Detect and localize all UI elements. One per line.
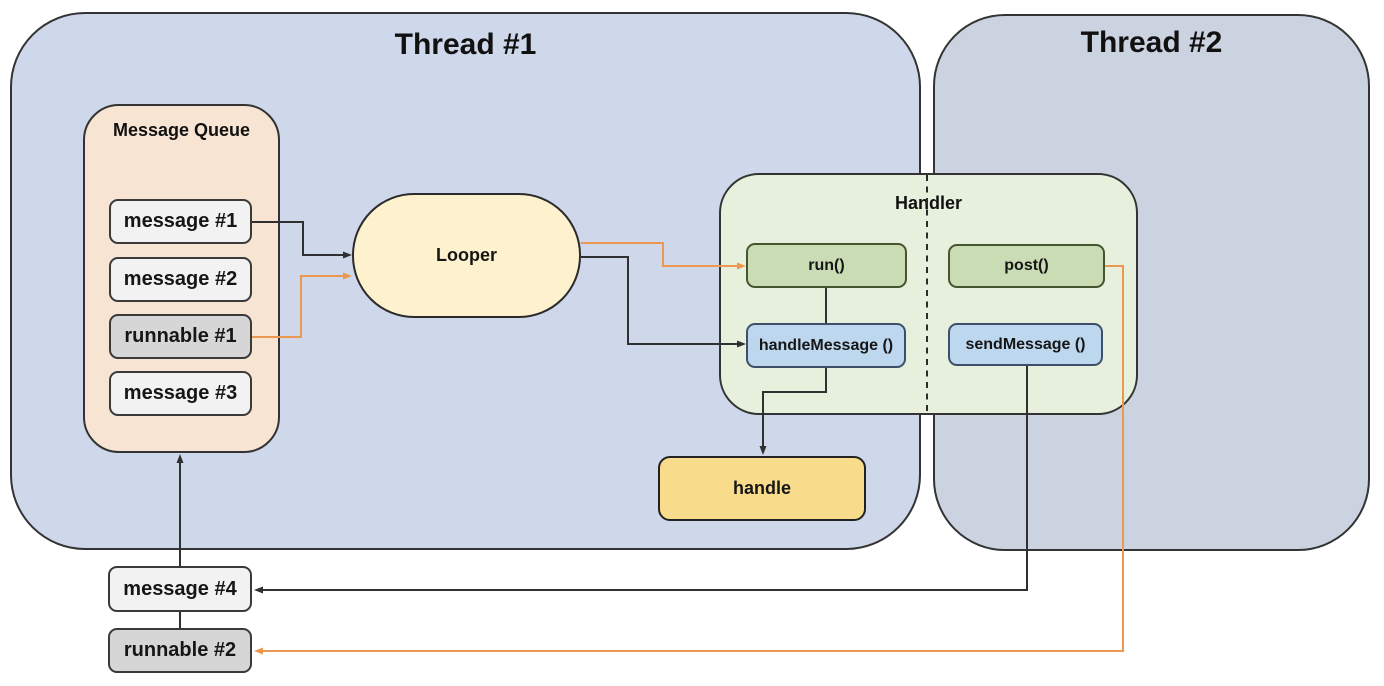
run-method-node: run() bbox=[746, 243, 907, 288]
pending-item-runnable-2: runnable #2 bbox=[108, 628, 252, 673]
queue-item-runnable-1: runnable #1 bbox=[109, 314, 252, 359]
queue-item-message-1: message #1 bbox=[109, 199, 252, 244]
post-method-node: post() bbox=[948, 244, 1105, 288]
sendmessage-method-node: sendMessage () bbox=[948, 323, 1103, 366]
handle-node: handle bbox=[658, 456, 866, 521]
thread1-title: Thread #1 bbox=[394, 28, 537, 61]
queue-item-message-2: message #2 bbox=[109, 257, 252, 302]
thread2-title: Thread #2 bbox=[1080, 26, 1223, 59]
handlemessage-method-node: handleMessage () bbox=[746, 323, 906, 368]
pending-item-message-4: message #4 bbox=[108, 566, 252, 612]
handler-title: Handler bbox=[894, 193, 963, 213]
queue-item-message-3: message #3 bbox=[109, 371, 252, 416]
looper-node: Looper bbox=[352, 193, 581, 318]
message-queue-title: Message Queue bbox=[112, 120, 251, 140]
